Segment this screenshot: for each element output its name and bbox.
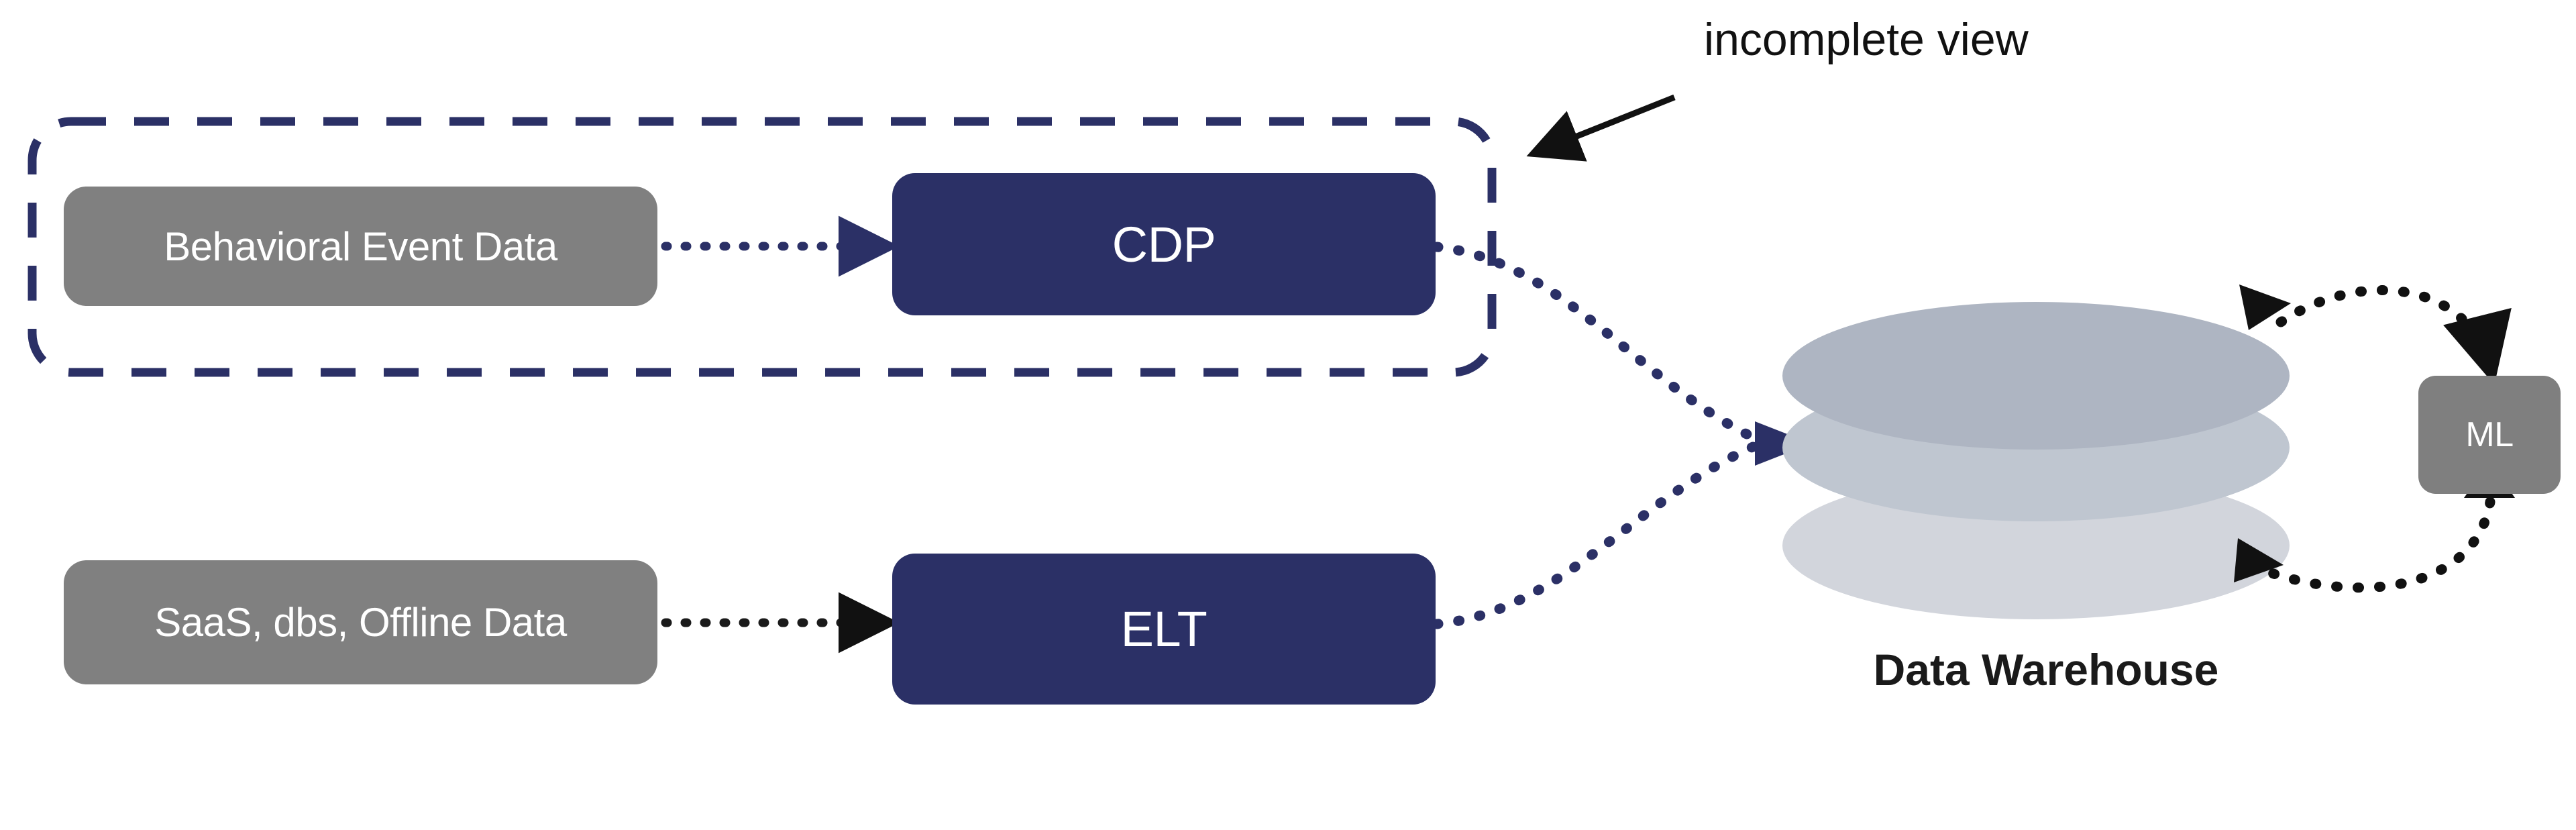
node-cdp-label: CDP — [1112, 216, 1216, 272]
node-behavioral-event-data[interactable]: Behavioral Event Data — [64, 187, 657, 306]
warehouse-bottom-arrowhead — [2234, 538, 2284, 582]
node-ml-label: ML — [2465, 415, 2514, 454]
warehouse-layer-top — [1782, 302, 2290, 450]
incomplete-view-arrow — [1526, 94, 1676, 162]
node-ml[interactable]: ML — [2418, 376, 2561, 494]
node-saas-dbs-offline-data[interactable]: SaaS, dbs, Offline Data — [64, 560, 657, 684]
annotation-incomplete-view-label: incomplete view — [1704, 14, 2029, 65]
node-data-warehouse-label: Data Warehouse — [1873, 645, 2219, 694]
node-saas-dbs-offline-data-label: SaaS, dbs, Offline Data — [154, 600, 567, 645]
incomplete-view-region — [28, 117, 1497, 377]
edge-elt-to-warehouse — [1432, 439, 1763, 629]
node-behavioral-event-data-label: Behavioral Event Data — [164, 223, 557, 269]
warehouse-top-arrowhead — [2239, 284, 2291, 330]
node-elt[interactable]: ELT — [892, 554, 1436, 705]
node-cdp[interactable]: CDP — [892, 173, 1436, 315]
edge-warehouse-to-ml — [2275, 285, 2512, 385]
edge-cdp-to-warehouse — [1432, 242, 1763, 445]
node-elt-label: ELT — [1120, 601, 1208, 657]
edge-ml-to-warehouse — [2262, 497, 2496, 593]
